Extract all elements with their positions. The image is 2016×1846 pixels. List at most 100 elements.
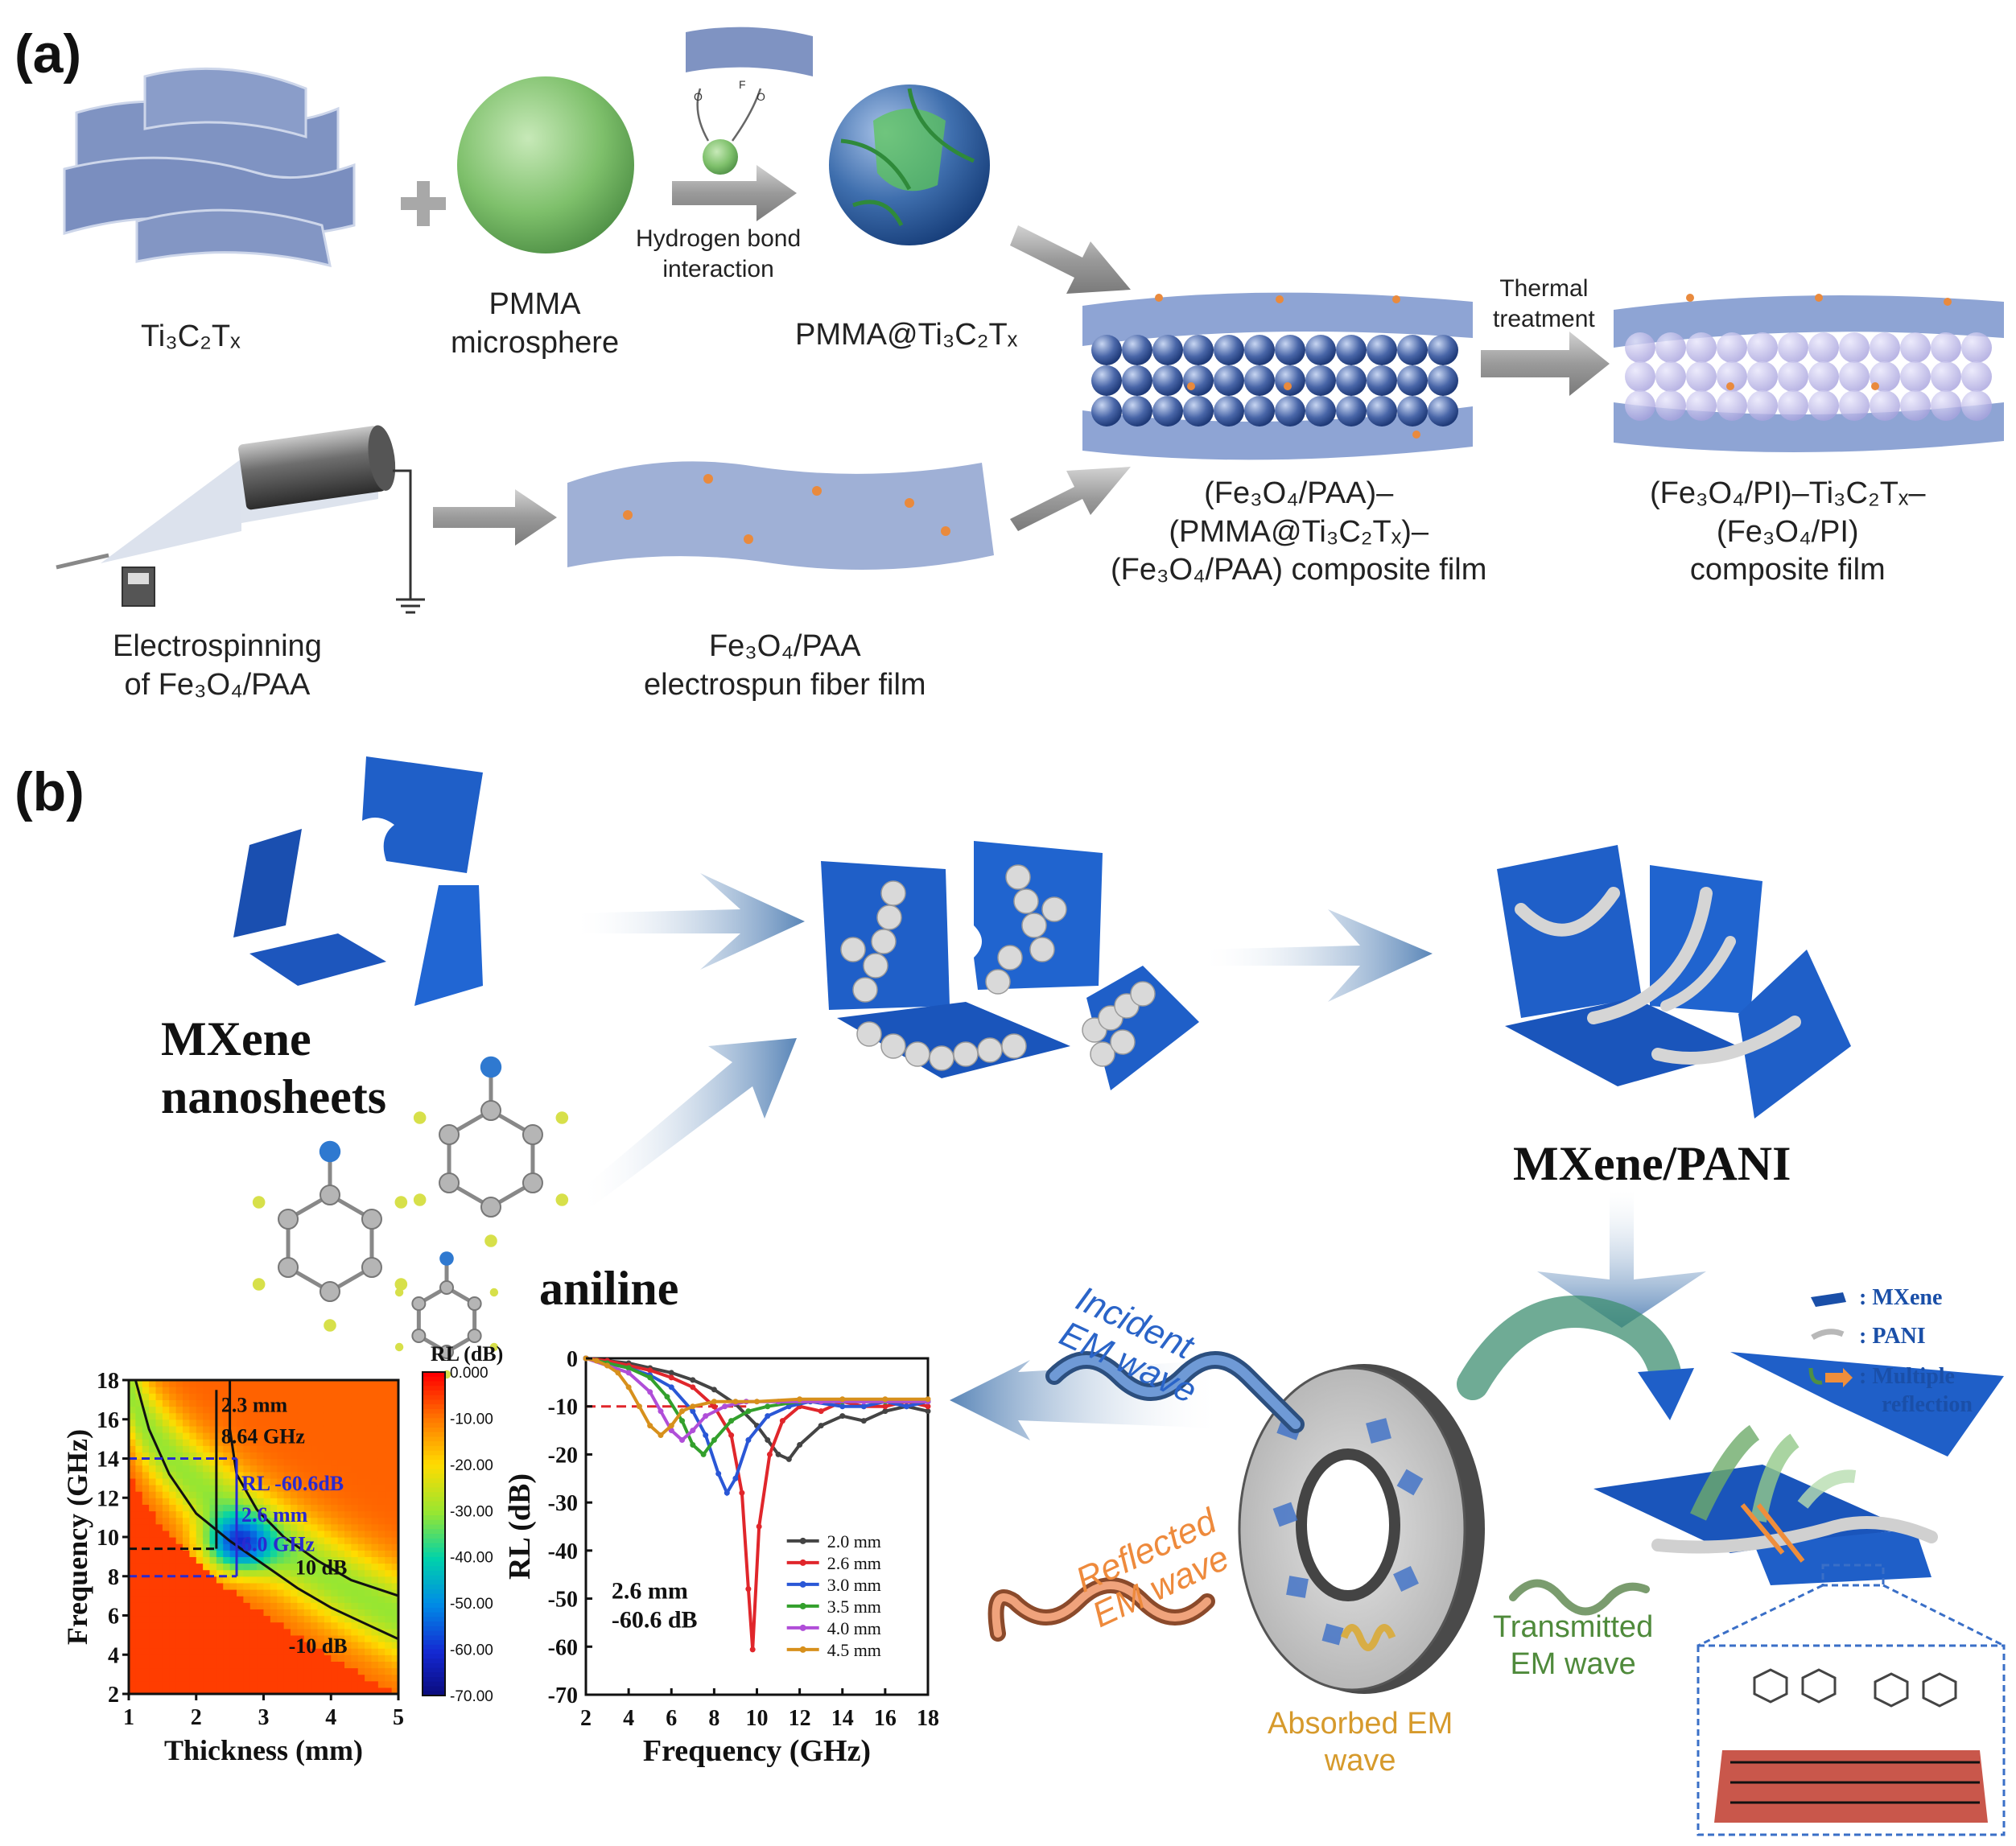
heatmap-cell bbox=[337, 1498, 345, 1505]
heatmap-cell bbox=[365, 1550, 373, 1557]
heatmap-cell bbox=[135, 1471, 143, 1479]
bead bbox=[1931, 361, 1961, 392]
heatmap-cell bbox=[183, 1543, 190, 1551]
heatmap-cell bbox=[189, 1667, 197, 1675]
heatmap-cell bbox=[203, 1687, 211, 1695]
heatmap-cell bbox=[351, 1563, 359, 1571]
heatmap-cell bbox=[216, 1517, 224, 1525]
heatmap-cell bbox=[249, 1582, 258, 1590]
heatmap-cell bbox=[129, 1452, 136, 1460]
arrow-b3-icon bbox=[1199, 909, 1433, 1002]
heatmap-cell bbox=[324, 1543, 332, 1551]
heatmap-cell bbox=[270, 1674, 278, 1682]
heatmap-cell bbox=[270, 1412, 278, 1420]
heatmap-cell bbox=[175, 1432, 183, 1440]
heatmap-cell bbox=[209, 1680, 217, 1688]
heatmap-cell bbox=[385, 1576, 393, 1584]
heatmap-cell bbox=[142, 1491, 150, 1498]
heatmap-cell bbox=[365, 1510, 373, 1518]
comp1-line1: (Fe₃O₄/PAA)– bbox=[1204, 476, 1394, 510]
heatmap-cell bbox=[223, 1419, 231, 1427]
heatmap-cell bbox=[169, 1582, 177, 1590]
heatmap-cell bbox=[270, 1530, 278, 1538]
heatmap-cell bbox=[135, 1680, 143, 1688]
heatmap-cell bbox=[175, 1596, 183, 1603]
heatmap-cell bbox=[311, 1634, 319, 1642]
heatmap-cell bbox=[391, 1628, 399, 1636]
heatmap-cell bbox=[303, 1602, 311, 1609]
heatmap-cell bbox=[263, 1445, 271, 1452]
bead bbox=[1336, 335, 1367, 365]
heatmap-cell bbox=[377, 1452, 385, 1460]
heatmap-cell bbox=[129, 1667, 136, 1675]
heatmap-cell bbox=[283, 1642, 291, 1649]
heatmap-cell bbox=[209, 1439, 217, 1446]
heatmap-cell bbox=[155, 1537, 163, 1544]
heatmap-cell bbox=[303, 1406, 311, 1414]
heatmap-cell bbox=[243, 1596, 251, 1603]
heatmap-cell bbox=[297, 1687, 305, 1695]
heatmap-cell bbox=[377, 1393, 385, 1400]
heatmap-cell bbox=[175, 1674, 183, 1682]
colorbar-segment bbox=[423, 1372, 445, 1378]
heatmap-cell bbox=[297, 1582, 305, 1590]
heatmap-cell bbox=[324, 1596, 332, 1603]
heatmap-cell bbox=[209, 1602, 217, 1609]
heatmap-cell bbox=[162, 1510, 170, 1518]
heatmap-cell bbox=[216, 1556, 224, 1564]
series-point bbox=[703, 1413, 709, 1420]
heatmap-cell bbox=[129, 1458, 136, 1466]
y-tick-label: -50 bbox=[548, 1588, 578, 1613]
series-point bbox=[839, 1396, 846, 1403]
heatmap-cell bbox=[189, 1439, 197, 1446]
heatmap-cell bbox=[155, 1432, 163, 1440]
series-point bbox=[839, 1403, 846, 1410]
heatmap-cell bbox=[129, 1537, 136, 1544]
heatmap-cell bbox=[311, 1642, 319, 1649]
heatmap-cell bbox=[196, 1439, 204, 1446]
heatmap-cell bbox=[263, 1432, 271, 1440]
heatmap-cell bbox=[169, 1380, 177, 1387]
heatmap-cell bbox=[135, 1654, 143, 1662]
heatmap-cell bbox=[357, 1589, 365, 1597]
heatmap-cell bbox=[257, 1491, 265, 1498]
y-tick-label: 4 bbox=[108, 1643, 119, 1668]
heatmap-cell bbox=[270, 1458, 278, 1466]
heatmap-cell bbox=[203, 1439, 211, 1446]
colorbar-segment bbox=[423, 1427, 445, 1433]
heatmap-cell bbox=[291, 1621, 298, 1630]
series-point bbox=[728, 1418, 735, 1424]
heatmap-cell bbox=[283, 1661, 291, 1669]
heatmap-cell bbox=[277, 1458, 285, 1466]
x-tick-label: 3 bbox=[258, 1705, 270, 1730]
heatmap-cell bbox=[365, 1471, 373, 1479]
heatmap-cell bbox=[169, 1674, 177, 1682]
heatmap-cell bbox=[371, 1609, 379, 1617]
x-tick-label: 18 bbox=[917, 1706, 939, 1731]
heatmap-cell bbox=[391, 1399, 399, 1407]
heatmap-cell bbox=[317, 1674, 325, 1682]
heatmap-cell bbox=[155, 1556, 163, 1564]
heatmap-cell bbox=[257, 1485, 265, 1492]
heatmap-cell bbox=[257, 1471, 265, 1479]
heatmap-cell bbox=[169, 1667, 177, 1675]
heatmap-cell bbox=[344, 1550, 352, 1557]
heatmap-cell bbox=[337, 1504, 345, 1512]
heatmap-cell bbox=[344, 1582, 352, 1590]
heatmap-cell bbox=[331, 1425, 339, 1433]
bead bbox=[1625, 332, 1655, 363]
heatmap-cell bbox=[149, 1537, 157, 1544]
heatmap-cell bbox=[377, 1609, 385, 1617]
heatmap-cell bbox=[270, 1667, 278, 1675]
heatmap-cell bbox=[385, 1477, 393, 1485]
heatmap-cell bbox=[357, 1530, 365, 1538]
heatmap-cell bbox=[371, 1621, 379, 1630]
heatmap-cell bbox=[324, 1621, 332, 1630]
heatmap-cell bbox=[155, 1674, 163, 1682]
heatmap-cell bbox=[351, 1596, 359, 1603]
heatmap-cell bbox=[331, 1642, 339, 1649]
heatmap-cell bbox=[162, 1680, 170, 1688]
heatmap-cell bbox=[371, 1642, 379, 1649]
bead bbox=[1931, 332, 1961, 363]
heatmap-cell bbox=[270, 1419, 278, 1427]
